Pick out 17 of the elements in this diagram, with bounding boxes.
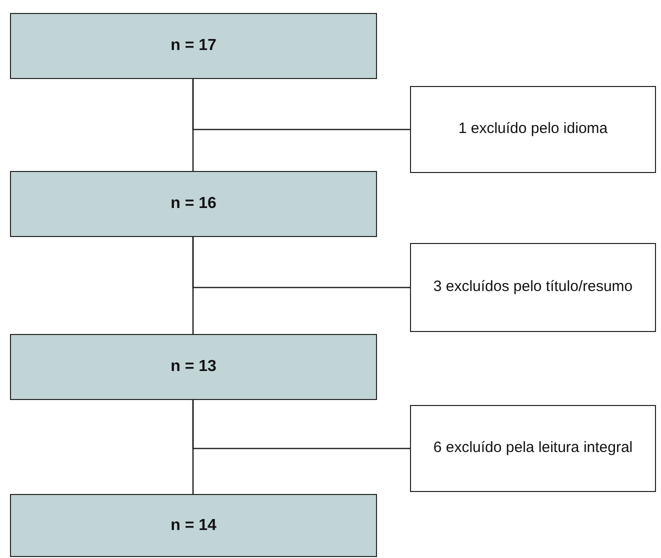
count-box — [10, 494, 377, 557]
connector-line — [192, 400, 410, 450]
exclusion-box — [410, 405, 656, 492]
exclusion-text: 6 excluído pela leitura integral — [432, 439, 634, 458]
exclusion-box — [410, 243, 656, 332]
connector-line — [192, 79, 410, 130]
count-box — [10, 171, 377, 237]
count-text: n = 14 — [170, 516, 218, 536]
exclusion-text: 1 excluído pelo idioma — [457, 120, 609, 139]
count-box — [10, 334, 377, 400]
count-text: n = 16 — [170, 194, 218, 214]
count-text: n = 17 — [170, 36, 218, 56]
exclusion-box — [410, 86, 656, 173]
connector-line — [192, 237, 410, 288]
count-text: n = 13 — [170, 357, 218, 377]
exclusion-text: 3 excluídos pelo título/resumo — [432, 278, 634, 297]
count-box — [10, 13, 377, 79]
